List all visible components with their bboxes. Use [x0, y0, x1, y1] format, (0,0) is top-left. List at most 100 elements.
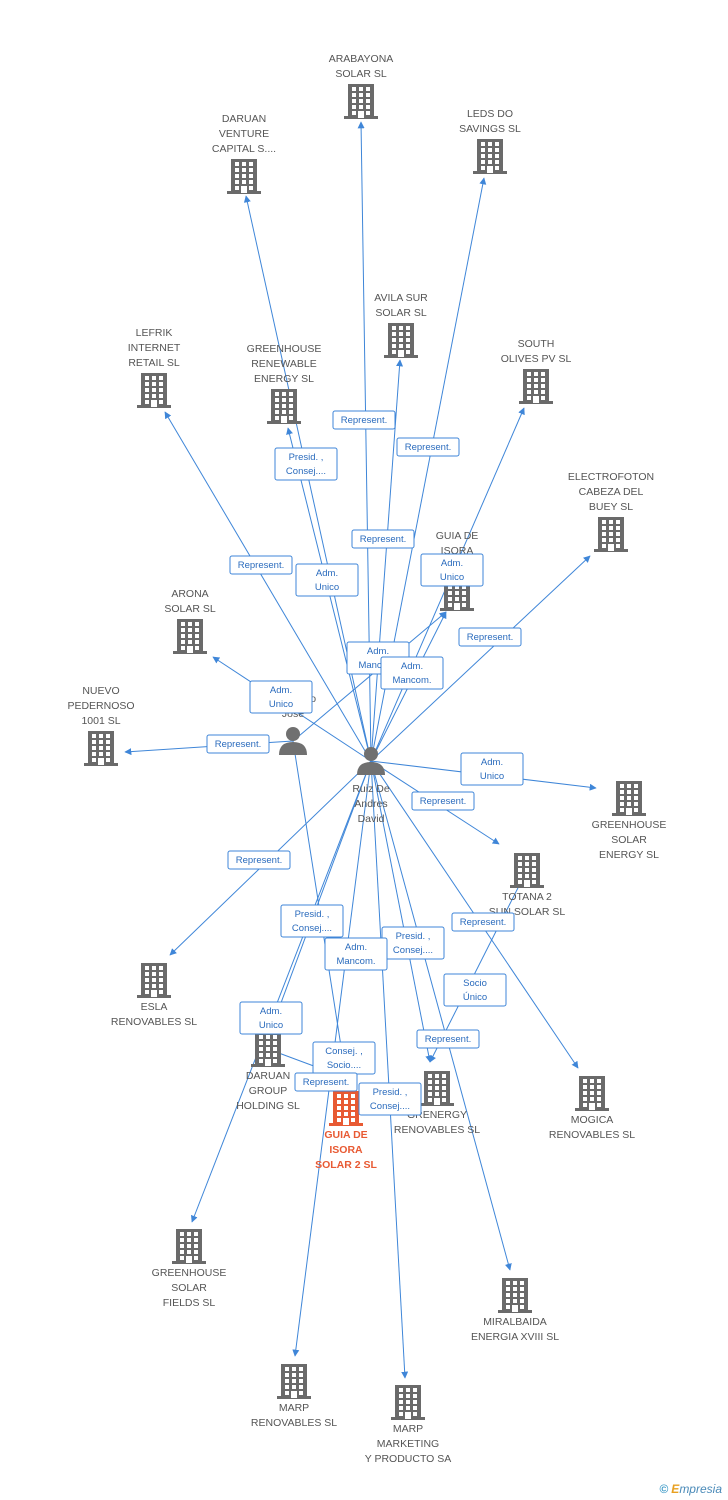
edge-ruiz-to-electrofoton [370, 555, 591, 762]
edge-label-text: Presid. , [373, 1087, 408, 1098]
edge-label[interactable]: Adm.Mancom. [324, 937, 388, 971]
edge-label[interactable]: Represent. [229, 555, 293, 575]
building-icon [344, 84, 378, 119]
node-marp_renovables[interactable]: MARP RENOVABLES SL [251, 1364, 337, 1429]
node-label-line: SAVINGS SL [459, 123, 521, 135]
edge-label-text: Represent. [215, 739, 261, 750]
edge-label-text: Consej.... [393, 945, 433, 956]
edge-label-text: Mancom. [392, 675, 431, 686]
edge-label-box [358, 1082, 422, 1116]
edge-label-text: Unico [259, 1020, 283, 1031]
edge-label-box [351, 529, 415, 549]
node-label-line: ENERGY SL [254, 373, 314, 385]
node-label-line: MARP [279, 1402, 309, 1414]
node-label-line: RENOVABLES SL [251, 1417, 337, 1429]
edge-label[interactable]: Consej. ,Socio.... [312, 1041, 376, 1075]
edge-label[interactable]: Represent. [227, 850, 291, 870]
edge-label-text: Presid. , [295, 909, 330, 920]
edge-label-text: Consej.... [370, 1101, 410, 1112]
edge-label[interactable]: Represent. [351, 529, 415, 549]
edge-label-text: Represent. [467, 632, 513, 643]
edge-label-text: Unico [269, 699, 293, 710]
edge-label-box [396, 437, 460, 457]
edge-label-text: Adm. [481, 757, 503, 768]
edge-label-box [460, 752, 524, 786]
edge-label-box [380, 656, 444, 690]
edge-label[interactable]: Represent. [458, 627, 522, 647]
building-icon [267, 389, 301, 424]
node-label-line: CAPITAL S.... [212, 143, 276, 155]
node-gh_renewable[interactable]: GREENHOUSE RENEWABLE ENERGY SL [247, 343, 322, 424]
node-label-line: RENOVABLES SL [111, 1016, 197, 1028]
building-icon [473, 139, 507, 174]
edge-label[interactable]: Presid. ,Consej.... [280, 904, 344, 938]
edge-label-box [227, 850, 291, 870]
node-label-line: Ruiz De [352, 783, 390, 795]
edge-label-text: Adm. [270, 685, 292, 696]
edge-label[interactable]: Adm.Mancom. [380, 656, 444, 690]
edge-label-box [249, 680, 313, 714]
node-label-line: ESLA [141, 1001, 168, 1013]
building-icon [137, 373, 171, 408]
node-label-line: INTERNET [128, 342, 181, 354]
edge-label[interactable]: Represent. [451, 912, 515, 932]
node-esla[interactable]: ESLA RENOVABLES SL [111, 963, 197, 1028]
node-label-line: GREENHOUSE [247, 343, 322, 355]
node-label-line: PEDERNOSO [67, 700, 134, 712]
footer-brand[interactable]: ©Empresia [659, 1482, 722, 1496]
edge-label-text: Unico [480, 771, 504, 782]
edge-label-box [332, 410, 396, 430]
edge-label[interactable]: Adm.Unico [295, 563, 359, 597]
node-label-line: HOLDING SL [236, 1100, 300, 1112]
edge-labels-layer: Represent.Presid. ,Consej....Represent.R… [206, 410, 524, 1116]
edge-label-text: Mancom. [358, 660, 397, 671]
edge-label[interactable]: Represent. [294, 1072, 358, 1092]
edge-label-text: Represent. [360, 534, 406, 545]
edge-label[interactable]: Presid. ,Consej.... [274, 447, 338, 481]
node-label-line: MARKETING [377, 1438, 439, 1450]
edge-label[interactable]: Adm. Unico [249, 680, 313, 714]
edge-label[interactable]: Adm.Unico [239, 1001, 303, 1035]
edge-label[interactable]: Presid. ,Consej.... [381, 926, 445, 960]
node-label-line: RENEWABLE [251, 358, 317, 370]
building-icon [391, 1385, 425, 1420]
edge-label[interactable]: Presid. , Consej.... [358, 1082, 422, 1116]
building-icon [594, 517, 628, 552]
building-icon [498, 1278, 532, 1313]
edge-label-box [458, 627, 522, 647]
node-label-line: BUEY SL [589, 501, 633, 513]
edge-label-text: Consej. , [325, 1046, 363, 1057]
edge-label[interactable]: Represent. [332, 410, 396, 430]
node-label-line: ENERGY SL [599, 849, 659, 861]
edge-label[interactable]: Represent. [396, 437, 460, 457]
edge-label[interactable]: Represent. [411, 791, 475, 811]
edge-label[interactable]: Represent. [416, 1029, 480, 1049]
edge-label[interactable]: Represent. [206, 734, 270, 754]
edge-label[interactable]: Adm. Unico [460, 752, 524, 786]
building-icon [510, 853, 544, 888]
edge-label[interactable]: Adm.Unico [420, 553, 484, 587]
node-label-line: MIRALBAIDA [483, 1316, 547, 1328]
